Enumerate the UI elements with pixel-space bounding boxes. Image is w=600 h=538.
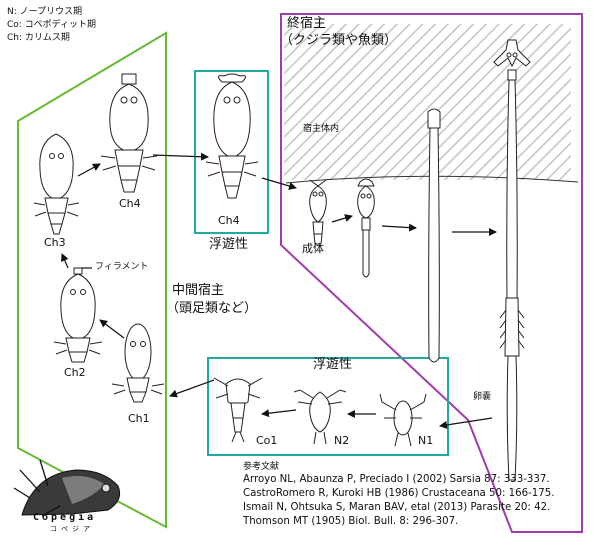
n1-nauplius [379,393,427,447]
ch2-larva [53,267,103,363]
definitive-host-title: 終宿主 [287,16,327,31]
arrow-eggsac-to-n1 [439,417,493,429]
co1-copepodid [213,377,263,443]
arrow-co1-to-ch1 [169,379,215,398]
stage-label-ch4-planktonic: Ch4 [218,214,240,227]
inside-host-label: 宿主体内 [303,124,340,134]
definitive-host-subtitle: （クジラ類や魚類） [280,33,398,48]
filament-label: フィラメント [95,262,149,272]
stage-label-co1: Co1 [256,434,278,447]
reference-item: Ismail N, Ohtsuka S, Maran BAV, etal (20… [243,502,551,513]
elongating-stage-2 [357,178,375,278]
ch1-larva [111,323,165,403]
ch4-planktonic-larva [205,73,259,199]
intermediate-host-subtitle: （頭足類など） [166,301,258,316]
arrow-ch4-to-plankton [152,152,209,161]
planktonic-ch4-frame [194,70,269,234]
ch4-larva [100,73,158,193]
legend-nauplius: N: ノープリウス期 [7,7,83,17]
reference-item: Arroyo NL, Abaunza P, Preciado I (2002) … [243,474,550,485]
stage-label-ch2: Ch2 [64,366,86,379]
ch3-larva [33,133,80,235]
stage-label-ch4: Ch4 [119,197,141,210]
host-tissue-hatch [284,24,571,180]
logo-wordmark: Copegia [33,512,97,523]
arrow-stage2-to-stage3 [381,223,417,232]
legend-copepodid: Co: コペポディット期 [7,20,97,30]
host-body-wall-line [285,175,579,184]
planktonic-larvae-frame [207,357,449,456]
arrow-ch1-to-ch2 [99,319,125,339]
planktonic-label-bottom: 浮遊性 [313,357,353,372]
intermediate-host-title: 中間宿主 [172,283,225,298]
adult-parasite [309,179,327,245]
references-heading: 参考文献 [243,462,280,472]
reference-item: Thomson MT (1905) Biol. Bull. 8: 296-307… [243,516,459,527]
arrow-n2-to-co1 [261,409,297,418]
reference-item: CastroRomero R, Kuroki HB (1986) Crustac… [243,488,555,499]
elongating-stage-3 [427,108,441,363]
egg-sac-label: 卵嚢 [473,392,492,402]
definitive-host-frame [280,13,583,533]
n2-nauplius [293,389,347,445]
logo-kana: コペジア [50,525,94,533]
arrow-adult-to-stage2 [331,214,353,223]
stage-label-adult: 成体 [302,242,324,255]
stage-label-ch1: Ch1 [128,412,150,425]
arrow-plankton-to-adult [261,177,297,190]
life-cycle-arrows [61,152,497,429]
planktonic-label-top: 浮遊性 [209,237,249,252]
mature-female [493,39,531,481]
intermediate-host-frame [17,31,167,529]
stage-label-ch3: Ch3 [44,236,66,249]
legend-chalimus: Ch: カリムス期 [7,33,70,43]
stage-label-n2: N2 [334,434,350,447]
arrow-ch3-to-ch4 [77,163,101,177]
stage-label-n1: N1 [418,434,434,447]
copegia-logo-icon [13,459,121,517]
arrow-ch2-to-ch3 [61,253,69,269]
